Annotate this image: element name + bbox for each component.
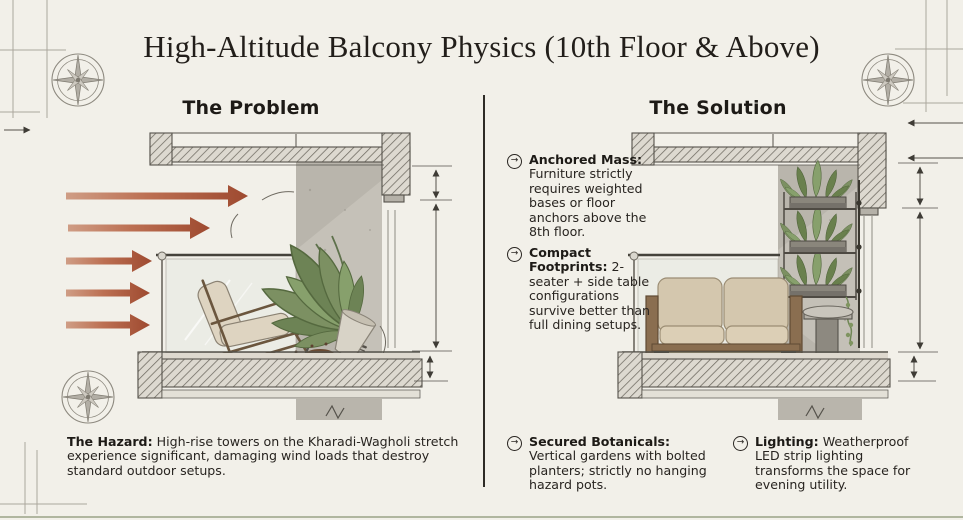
solution-point-anchored-mass: → Anchored Mass: Furniture strictly requ… — [507, 152, 651, 240]
blueprint-decor-top-right — [895, 0, 963, 112]
solution-illustration — [617, 119, 963, 420]
point-text: Weatherproof LED strip lighting transfor… — [755, 434, 911, 493]
circle-arrow-icon: → — [507, 436, 522, 451]
dimension-lines — [412, 165, 452, 382]
anchored-sofa — [645, 277, 803, 359]
floor-slab — [137, 351, 423, 420]
side-table — [802, 305, 854, 355]
point-label: Lighting: — [755, 434, 819, 449]
problem-caption: The Hazard: High-rise towers on the Khar… — [67, 434, 467, 478]
problem-illustration — [66, 132, 452, 420]
solution-point-lighting: → Lighting: Weatherproof LED strip light… — [733, 434, 935, 493]
vertical-garden — [778, 160, 862, 348]
solution-heading: The Solution — [649, 97, 787, 119]
wind-arrow-icons — [66, 185, 248, 336]
problem-heading: The Problem — [182, 97, 320, 119]
compass-rose-icon — [61, 370, 115, 424]
solution-point-secured-botanicals: → Secured Botanicals: Vertical gardens w… — [507, 434, 709, 493]
page-title: High-Altitude Balcony Physics (10th Floo… — [143, 29, 820, 64]
point-text: 2-seater + side table configurations sur… — [529, 259, 651, 333]
circle-arrow-icon: → — [507, 247, 522, 262]
circle-arrow-icon: → — [733, 436, 748, 451]
blueprint-decor-bottom-left — [0, 442, 87, 514]
dimension-lines — [898, 119, 963, 382]
point-label: Secured Botanicals: — [529, 434, 671, 449]
blueprint-decor-top-left — [0, 0, 66, 134]
solution-point-compact-footprints: → Compact Footprints: 2-seater + side ta… — [507, 245, 651, 333]
floor-slab — [617, 351, 891, 420]
hazard-label: The Hazard: — [67, 434, 153, 449]
hazard-text: High-rise towers on the Kharadi-Wagholi … — [67, 434, 459, 478]
circle-arrow-icon: → — [507, 154, 522, 169]
point-label: Compact Footprints: — [529, 245, 608, 275]
panel-divider — [483, 95, 485, 487]
point-text: Vertical gardens with bolted planters; s… — [529, 448, 707, 493]
point-text: Furniture strictly requires weighted bas… — [529, 166, 647, 240]
ceiling-slab — [149, 132, 411, 348]
ceiling-slab — [631, 132, 887, 348]
point-label: Anchored Mass: — [529, 152, 643, 167]
